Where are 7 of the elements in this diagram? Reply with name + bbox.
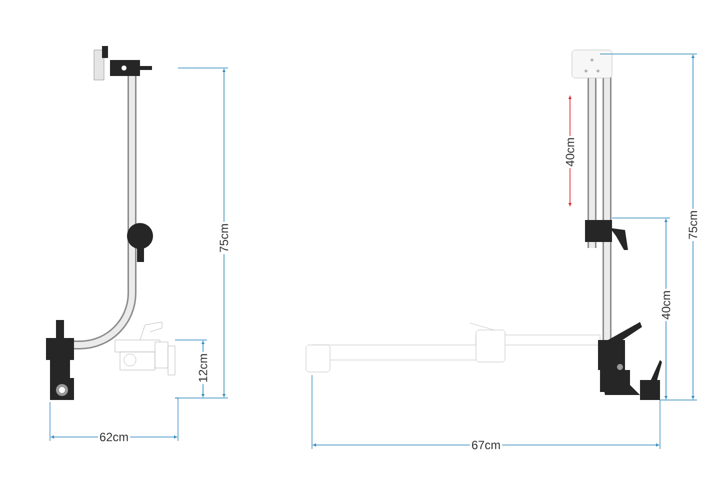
dimension-label: 67cm (470, 439, 502, 451)
dimension-label: 75cm (687, 208, 699, 242)
dimension-label: 40cm (660, 288, 672, 322)
dimension-label: 12cm (197, 352, 209, 384)
dimension-label: 62cm (98, 431, 130, 443)
dimension-label: 40cm (564, 136, 576, 168)
dimension-label: 75cm (218, 222, 230, 254)
